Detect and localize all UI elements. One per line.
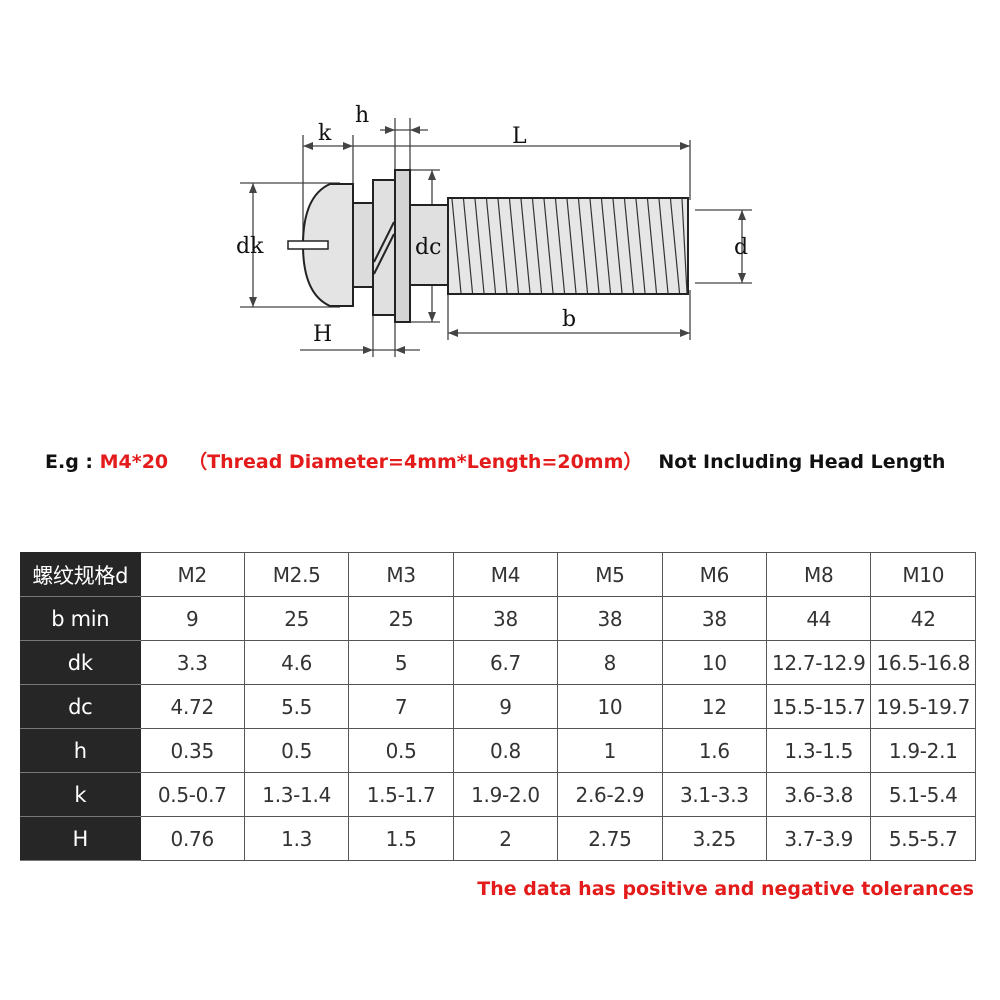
table-cell: 3.7-3.9 — [766, 816, 872, 861]
table-cell: 25 — [243, 596, 350, 641]
example-size: M4*20 — [99, 451, 169, 473]
example-detail: （Thread Diameter=4mm*Length=20mm） — [188, 451, 643, 473]
dimension-label-dk: dk — [236, 234, 264, 259]
table-cell: 1.6 — [661, 728, 768, 773]
row-header: dc — [20, 684, 141, 729]
table-cell: 3.3 — [139, 640, 245, 685]
table-cell: 19.5-19.7 — [870, 684, 976, 729]
table-cell: 8 — [557, 640, 663, 685]
table-cell: 9 — [452, 684, 559, 729]
dimension-label-H: H — [313, 322, 332, 347]
table-cell: M6 — [661, 552, 768, 597]
table-cell: 2.6-2.9 — [557, 772, 663, 817]
row-header: h — [20, 728, 141, 773]
table-cell: 2.75 — [557, 816, 663, 861]
table-cell: 38 — [452, 596, 559, 641]
tolerance-note: The data has positive and negative toler… — [477, 878, 974, 900]
table-cell: 5.1-5.4 — [870, 772, 976, 817]
table-cell: 12.7-12.9 — [766, 640, 872, 685]
table-cell: 1.5-1.7 — [348, 772, 454, 817]
table-cell: 0.5-0.7 — [139, 772, 245, 817]
dimension-label-dc: dc — [415, 235, 441, 260]
table-cell: 12 — [661, 684, 768, 729]
table-cell: 3.25 — [661, 816, 768, 861]
dimension-label-b: b — [562, 307, 576, 332]
table-cell: 7 — [348, 684, 454, 729]
example-caption: E.g : M4*20 （Thread Diameter=4mm*Length=2… — [45, 447, 945, 474]
dimension-label-h: h — [355, 103, 369, 128]
table-cell: M2 — [139, 552, 245, 597]
table-cell: 5 — [348, 640, 454, 685]
row-header: dk — [20, 640, 141, 685]
table-cell: 10 — [557, 684, 663, 729]
screw-dimension-drawing: k h L dk dc d b H — [236, 103, 752, 357]
table-cell: 38 — [661, 596, 768, 641]
table-cell: M2.5 — [243, 552, 350, 597]
table-cell: 0.8 — [452, 728, 559, 773]
table-cell: 1.9-2.1 — [870, 728, 976, 773]
row-header: b min — [20, 596, 141, 641]
table-cell: M5 — [557, 552, 663, 597]
table-cell: 38 — [557, 596, 663, 641]
table-cell: 0.35 — [139, 728, 245, 773]
table-cell: M8 — [766, 552, 872, 597]
row-header: k — [20, 772, 141, 817]
example-prefix: E.g : — [45, 451, 100, 473]
table-cell: 10 — [661, 640, 768, 685]
dimension-label-d: d — [734, 235, 748, 260]
table-cell: 9 — [139, 596, 245, 641]
table-cell: 1.3-1.4 — [243, 772, 350, 817]
table-cell: 0.5 — [348, 728, 454, 773]
table-cell: 1.3 — [243, 816, 350, 861]
example-note: Not Including Head Length — [658, 451, 946, 473]
dimension-label-l: L — [512, 124, 527, 149]
table-cell: M10 — [870, 552, 976, 597]
table-cell: 3.6-3.8 — [766, 772, 872, 817]
table-cell: 1.5 — [348, 816, 454, 861]
table-cell: 3.1-3.3 — [661, 772, 768, 817]
table-cell: 1 — [557, 728, 663, 773]
table-cell: 5.5 — [243, 684, 350, 729]
table-cell: 1.9-2.0 — [452, 772, 559, 817]
table-cell: 44 — [766, 596, 872, 641]
table-cell: 0.76 — [139, 816, 245, 861]
table-cell: 5.5-5.7 — [870, 816, 976, 861]
table-cell: 16.5-16.8 — [870, 640, 976, 685]
table-cell: 4.72 — [139, 684, 245, 729]
table-cell: 15.5-15.7 — [766, 684, 872, 729]
table-cell: 4.6 — [243, 640, 350, 685]
row-header: H — [20, 816, 141, 861]
table-cell: M4 — [452, 552, 559, 597]
table-cell: 6.7 — [452, 640, 559, 685]
table-cell: M3 — [348, 552, 454, 597]
dimension-label-k: k — [318, 121, 332, 146]
table-cell: 42 — [870, 596, 976, 641]
table-cell: 0.5 — [243, 728, 350, 773]
table-cell: 2 — [452, 816, 559, 861]
row-header: 螺纹规格d — [20, 552, 141, 597]
table-cell: 1.3-1.5 — [766, 728, 872, 773]
table-cell: 25 — [348, 596, 454, 641]
